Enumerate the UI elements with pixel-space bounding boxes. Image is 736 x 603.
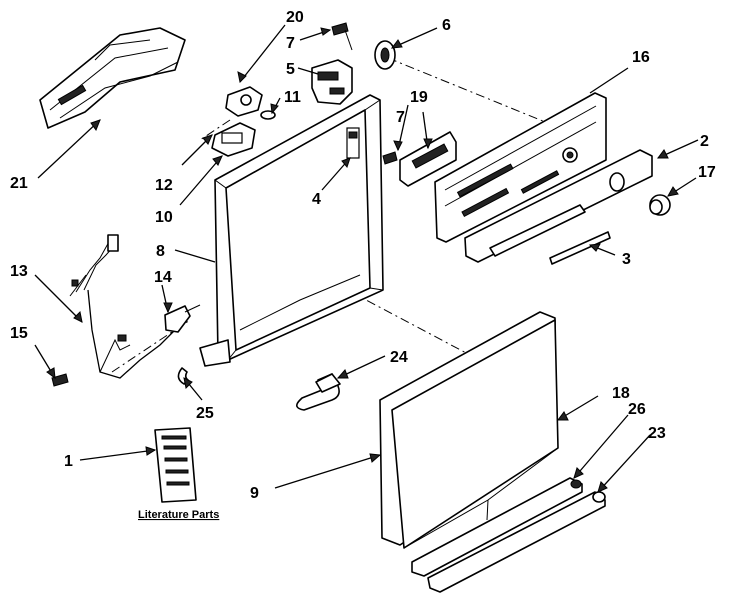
callout-20: 23 <box>648 425 666 442</box>
callout-23: 21 <box>10 175 28 192</box>
part-outer-door-panels <box>379 311 559 549</box>
callout-17: 17 <box>698 164 716 181</box>
callout-14: 14 <box>154 269 172 286</box>
callout-15: 15 <box>10 325 28 342</box>
part-wire-harness <box>51 234 201 387</box>
callout-5: 5 <box>286 61 295 78</box>
callout-18: 9 <box>250 485 259 502</box>
part-bracket-clip <box>296 373 341 411</box>
literature-parts-caption: Literature Parts <box>138 509 219 521</box>
part-trim-strip <box>549 231 611 265</box>
part-console-overlay <box>464 149 653 263</box>
callout-12: 12 <box>155 177 173 194</box>
callout-4: 4 <box>312 191 321 208</box>
callout-16: 16 <box>632 49 650 66</box>
part-latch-assembly <box>211 86 276 157</box>
callout-8: 8 <box>156 243 165 260</box>
callout-10: 10 <box>155 209 173 226</box>
part-switch-bracket <box>382 131 457 187</box>
callout-2: 2 <box>700 133 709 150</box>
part-bottom-trims <box>411 477 606 593</box>
part-inner-door-frame <box>199 94 384 367</box>
part-literature <box>154 427 197 503</box>
part-control-panel <box>434 92 607 243</box>
callout-21: 19 <box>410 89 428 106</box>
leader-arrowheads <box>46 27 679 493</box>
part-knob <box>649 194 671 216</box>
callout-13: 13 <box>10 263 28 280</box>
callout-6: 6 <box>442 17 451 34</box>
callout-11: 11 <box>284 89 301 106</box>
part-door-hinge <box>311 22 396 105</box>
callout-3: 3 <box>622 251 631 268</box>
callout-26: 26 <box>628 401 646 418</box>
callout-7-right: 7 <box>396 109 405 126</box>
callout-1: 1 <box>64 453 73 470</box>
callout-24: 24 <box>390 349 408 366</box>
part-console-vent <box>39 27 186 129</box>
callout-9: 20 <box>286 9 304 26</box>
callout-labels: 20 7 6 5 11 19 7 16 2 17 3 12 21 10 4 8 … <box>10 9 716 521</box>
callout-7-top: 7 <box>286 35 295 52</box>
callout-19: 18 <box>612 385 630 402</box>
callout-25: 25 <box>196 405 214 422</box>
